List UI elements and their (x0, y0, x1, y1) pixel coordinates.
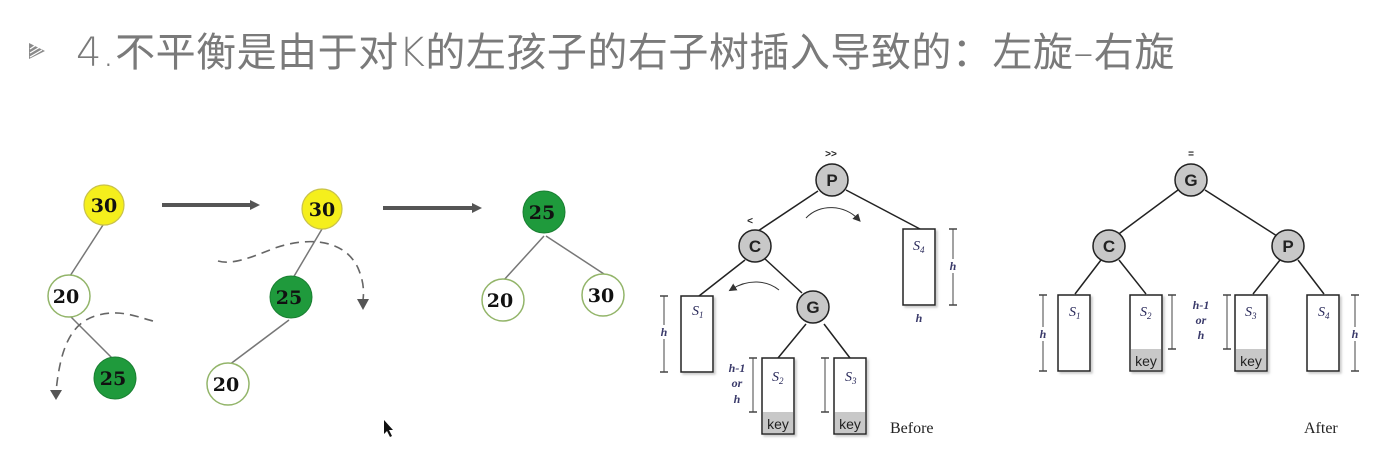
edge-g-s3 (823, 323, 851, 359)
subtree-s2: S2 key h-1 or h (729, 357, 795, 435)
node-25: 25 (522, 190, 566, 234)
play-triangle-icon (29, 43, 45, 59)
key-label: key (1240, 353, 1262, 369)
edge-c-s2 (1118, 259, 1147, 295)
edge-g-s2 (777, 323, 807, 359)
edge-p-c (751, 190, 819, 236)
svg-text:S2: S2 (772, 370, 784, 386)
subtree-s4: S4 h h (902, 228, 958, 325)
before-caption: Before (890, 420, 934, 437)
svg-text:S4: S4 (1318, 305, 1330, 321)
edge-30-25 (292, 228, 323, 279)
node-25: 25 (269, 275, 313, 319)
edge-c-g (763, 257, 803, 294)
svg-text:G: G (1184, 171, 1197, 190)
node-p: P (815, 163, 849, 197)
mouse-cursor-icon (384, 420, 393, 437)
subtree-s1: S1 h (659, 295, 714, 373)
svg-text:S1: S1 (692, 304, 704, 320)
stage-after-right-rotation: 25 20 30 (481, 190, 625, 322)
edge-25-20 (502, 235, 545, 282)
svg-text:20: 20 (213, 374, 239, 396)
svg-text:20: 20 (53, 286, 79, 308)
edge-30-20 (69, 224, 104, 277)
balance-marker-g: = (1188, 149, 1194, 160)
rotate-right-arrow-icon (805, 207, 861, 222)
svg-text:or: or (732, 376, 743, 390)
arrowhead-icon (357, 299, 369, 310)
svg-text:P: P (1282, 237, 1293, 256)
after-caption: After (1304, 420, 1338, 437)
balance-marker-p: >> (825, 149, 837, 160)
svg-text:h: h (661, 325, 668, 339)
svg-text:25: 25 (529, 202, 555, 224)
node-20: 20 (481, 278, 525, 322)
node-20: 20 (47, 274, 91, 318)
node-20: 20 (206, 362, 250, 406)
node-g: G (796, 290, 830, 324)
node-c: C (1092, 229, 1126, 263)
subtree-s3: S3 key (1223, 294, 1268, 372)
svg-text:25: 25 (276, 287, 302, 309)
svg-text:S1: S1 (1069, 305, 1081, 321)
slide-title-row: 4.不平衡是由于对K的左孩子的右子树插入导致的：左旋–右旋 (26, 14, 1175, 84)
after-diagram: = G C P S1 h (1038, 149, 1360, 437)
height-label: h-1 (1193, 298, 1210, 312)
node-30: 30 (83, 184, 125, 226)
svg-text:h: h (1352, 327, 1359, 341)
svg-text:h: h (950, 259, 957, 273)
svg-text:30: 30 (91, 195, 117, 217)
subtree-s4: S4 h (1306, 294, 1360, 372)
rotate-left-arrow-icon (728, 281, 780, 292)
svg-text:C: C (749, 237, 761, 256)
balance-marker-c: < (747, 216, 753, 227)
node-30: 30 (581, 273, 625, 317)
rotation-dashed-arrow (55, 312, 154, 393)
svg-text:P: P (826, 171, 837, 190)
key-label: key (839, 416, 861, 432)
edge-p-s4 (845, 189, 921, 230)
svg-text:25: 25 (100, 368, 126, 390)
key-label: key (1135, 353, 1157, 369)
subtree-s1: S1 h (1038, 294, 1091, 372)
svg-text:30: 30 (309, 199, 335, 221)
node-p: P (1271, 229, 1305, 263)
subtree-s3: S3 key (821, 357, 867, 435)
node-30: 30 (301, 188, 343, 230)
subtree-s2: S2 key (1129, 294, 1176, 372)
edge-p-s3 (1252, 259, 1281, 295)
stage-initial: 30 20 25 (47, 184, 154, 400)
svg-text:h-1: h-1 (729, 361, 746, 375)
svg-text:h: h (734, 392, 741, 406)
edge-g-p (1204, 189, 1278, 237)
svg-text:S4: S4 (913, 239, 925, 255)
svg-text:30: 30 (588, 285, 614, 307)
rotation-dashed-arrow (217, 240, 365, 301)
node-c: C (738, 229, 772, 263)
edge-g-c (1115, 189, 1179, 237)
node-g: G (1174, 163, 1208, 197)
slide-title: 4.不平衡是由于对K的左孩子的右子树插入导致的：左旋–右旋 (76, 30, 1175, 76)
svg-text:G: G (806, 298, 819, 317)
svg-text:S3: S3 (845, 370, 857, 386)
svg-text:h: h (916, 311, 923, 325)
edge-25-20 (228, 319, 290, 366)
height-label: h (1198, 328, 1205, 342)
before-diagram: >> < P C G S1 h (659, 149, 958, 437)
arrowhead-icon (50, 390, 62, 400)
svg-text:20: 20 (487, 290, 513, 312)
edge-25-30 (545, 235, 605, 275)
edge-c-s1 (1074, 259, 1102, 295)
svg-text:h: h (1040, 327, 1047, 341)
key-label: key (767, 416, 789, 432)
edge-20-25 (69, 315, 116, 362)
svg-text:S2: S2 (1140, 305, 1152, 321)
edge-p-s4 (1297, 259, 1325, 295)
svg-text:C: C (1103, 237, 1115, 256)
node-25: 25 (93, 356, 137, 400)
stage-after-left-rotation: 30 25 20 (206, 188, 369, 406)
edge-c-s1 (698, 259, 746, 297)
svg-text:S3: S3 (1245, 305, 1257, 321)
height-label: or (1196, 313, 1207, 327)
